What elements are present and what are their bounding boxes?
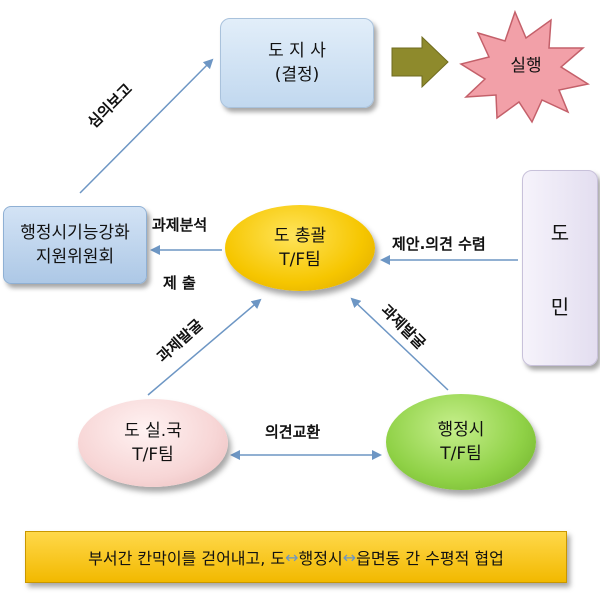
label-proposal-collection: 제안.의견 수렴 xyxy=(392,235,486,253)
banner-text-part1: 부서간 칸막이를 걷어내고, 도 xyxy=(88,549,286,568)
committee-box: 행정시기능강화 지원위원회 xyxy=(3,206,147,284)
arrow-dept-to-tf xyxy=(147,298,262,396)
governor-title: 도 지 사 xyxy=(268,41,326,61)
tf-team-ellipse: 도 총괄 T/F팀 xyxy=(225,205,375,291)
label-submission: 제 출 xyxy=(163,274,196,292)
dept-tf-line1: 도 실.국 xyxy=(124,421,182,441)
committee-line1: 행정시기능강화 xyxy=(20,223,130,243)
execute-arrow-icon xyxy=(391,35,449,89)
label-task-analysis: 과제분석 xyxy=(152,216,208,234)
arrow-committee-to-governor xyxy=(79,58,214,194)
citizens-box: 도 민 xyxy=(522,170,598,366)
dept-tf-ellipse: 도 실.국 T/F팀 xyxy=(78,399,228,487)
city-tf-ellipse: 행정시 T/F팀 xyxy=(386,394,536,490)
city-tf-line1: 행정시 xyxy=(437,420,485,440)
arrow-city-to-tf xyxy=(350,297,449,391)
bidirectional-arrow-icon: ↔ xyxy=(342,547,357,567)
dept-tf-line2: T/F팀 xyxy=(132,445,174,465)
citizens-line2: 민 xyxy=(550,295,570,319)
citizens-line1: 도 xyxy=(550,221,570,245)
tf-team-line1: 도 총괄 xyxy=(273,226,327,246)
governor-box: 도 지 사 (결정) xyxy=(220,18,374,108)
tf-team-line2: T/F팀 xyxy=(279,250,321,270)
execution-label: 실행 xyxy=(510,56,542,76)
bidirectional-arrow-icon: ↔ xyxy=(285,547,299,567)
committee-line2: 지원위원회 xyxy=(35,247,115,267)
banner-text-part2: 행정시 xyxy=(298,549,343,568)
city-tf-line2: T/F팀 xyxy=(440,444,482,464)
execution-burst-shape xyxy=(459,9,590,124)
label-opinion-exchange: 의견교환 xyxy=(265,423,321,441)
governor-subtitle: (결정) xyxy=(274,65,320,85)
collaboration-banner: 부서간 칸막이를 걷어내고, 도 ↔ 행정시 ↔ 읍면동 간 수평적 협업 xyxy=(25,531,567,583)
banner-text-part3: 읍면동 간 수평적 협업 xyxy=(356,549,504,568)
